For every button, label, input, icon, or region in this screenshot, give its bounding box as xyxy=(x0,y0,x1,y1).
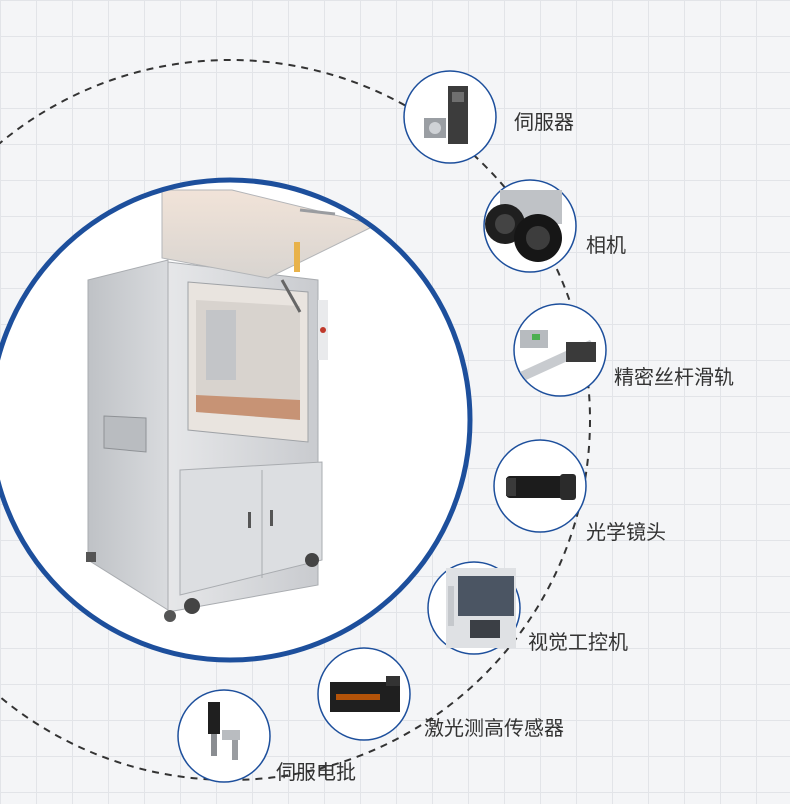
label-optical-lens: 光学镜头 xyxy=(586,520,666,544)
servo-drive-icon xyxy=(424,86,468,144)
label-servo-screwdriver: 伺服电批 xyxy=(276,760,356,784)
laser-sensor-node xyxy=(317,647,411,741)
label-laser-sensor: 激光测高传感器 xyxy=(424,716,564,740)
label-linear-guide: 精密丝杆滑轨 xyxy=(614,365,734,389)
vision-pc-node xyxy=(427,561,521,655)
laser-sensor-icon xyxy=(330,676,400,712)
screwdriver-icon xyxy=(208,702,240,760)
linear-guide-icon xyxy=(520,330,596,380)
optical-lens-icon xyxy=(506,474,576,500)
servo-drive-node xyxy=(403,70,497,164)
label-camera: 相机 xyxy=(586,233,626,257)
camera-lens-icon xyxy=(485,190,562,262)
industrial-pc-icon xyxy=(446,568,516,648)
linear-guide-node xyxy=(513,303,607,397)
inspection-machine-image xyxy=(86,189,378,622)
servo-screwdriver-node xyxy=(177,689,271,783)
label-servo-drive: 伺服器 xyxy=(514,110,574,134)
main-circle-ring xyxy=(0,177,473,663)
optical-lens-node xyxy=(493,439,587,533)
label-vision-pc: 视觉工控机 xyxy=(528,630,628,654)
camera-node xyxy=(483,179,577,273)
